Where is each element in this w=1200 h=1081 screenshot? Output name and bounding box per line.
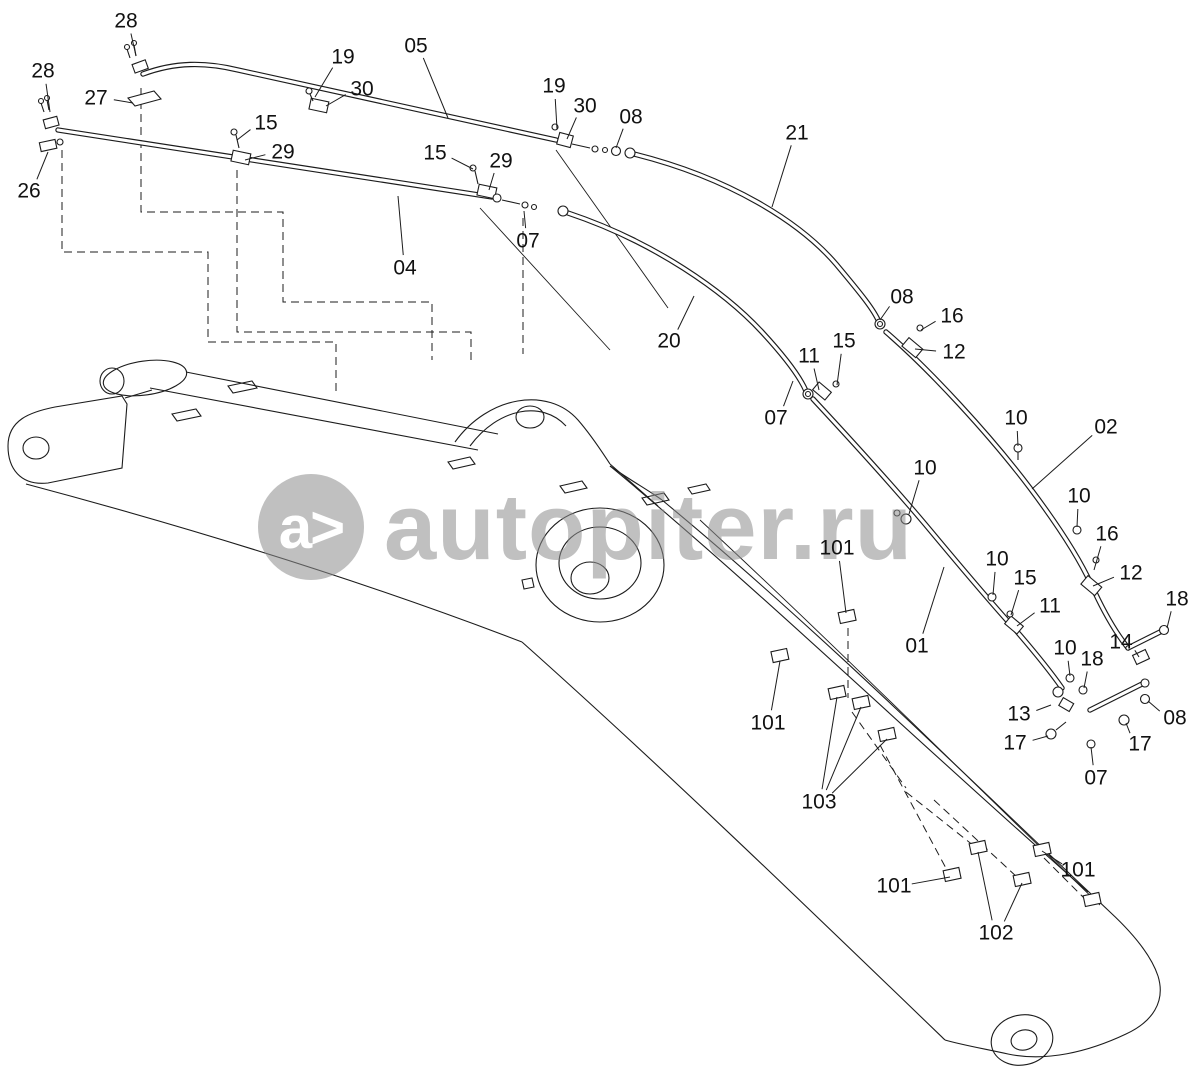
part-label-17: 17 — [1128, 732, 1152, 756]
part-label-101: 101 — [1060, 858, 1096, 882]
part-label-15: 15 — [254, 111, 278, 135]
part-label-02: 02 — [1094, 415, 1118, 439]
construction-lines — [61, 88, 1087, 901]
part-label-04: 04 — [393, 256, 417, 280]
part-label-10: 10 — [1067, 484, 1091, 508]
part-label-21: 21 — [785, 121, 809, 145]
part-label-19: 19 — [542, 74, 566, 98]
part-label-103: 103 — [801, 790, 837, 814]
part-label-07: 07 — [1084, 766, 1108, 790]
fittings-and-clamps — [37, 39, 1170, 908]
part-label-101: 101 — [750, 711, 786, 735]
part-label-17: 17 — [1003, 731, 1027, 755]
part-label-29: 29 — [489, 149, 513, 173]
part-label-01: 01 — [905, 634, 929, 658]
part-label-101: 101 — [876, 874, 912, 898]
part-label-14: 14 — [1109, 630, 1133, 654]
boom-weldment — [7, 359, 1161, 1066]
part-label-11: 11 — [798, 344, 820, 368]
part-label-20: 20 — [657, 329, 681, 353]
part-label-15: 15 — [1013, 566, 1037, 590]
part-label-16: 16 — [1095, 522, 1119, 546]
part-label-19: 19 — [331, 45, 355, 69]
part-label-13: 13 — [1007, 702, 1031, 726]
part-label-27: 27 — [84, 86, 108, 110]
part-label-15: 15 — [423, 141, 447, 165]
part-label-07: 07 — [764, 406, 788, 430]
part-label-18: 18 — [1165, 587, 1189, 611]
part-label-11: 11 — [1039, 594, 1061, 618]
part-label-102: 102 — [978, 921, 1014, 945]
part-label-08: 08 — [619, 105, 643, 129]
part-label-10: 10 — [1053, 636, 1077, 660]
part-label-10: 10 — [913, 456, 937, 480]
part-label-28: 28 — [31, 59, 55, 83]
part-label-10: 10 — [1004, 406, 1028, 430]
part-label-05: 05 — [404, 34, 428, 58]
part-label-28: 28 — [114, 9, 138, 33]
part-label-12: 12 — [1119, 561, 1143, 585]
part-label-18: 18 — [1080, 647, 1104, 671]
part-label-08: 08 — [890, 285, 914, 309]
part-label-15: 15 — [832, 329, 856, 353]
part-label-16: 16 — [940, 304, 964, 328]
part-label-12: 12 — [942, 340, 966, 364]
part-label-08: 08 — [1163, 706, 1187, 730]
part-label-30: 30 — [350, 77, 374, 101]
part-label-07: 07 — [516, 229, 540, 253]
part-label-10: 10 — [985, 547, 1009, 571]
part-label-30: 30 — [573, 94, 597, 118]
hydraulic-lines — [55, 61, 1163, 713]
part-label-29: 29 — [271, 140, 295, 164]
part-label-26: 26 — [17, 179, 41, 203]
part-label-101: 101 — [819, 536, 855, 560]
